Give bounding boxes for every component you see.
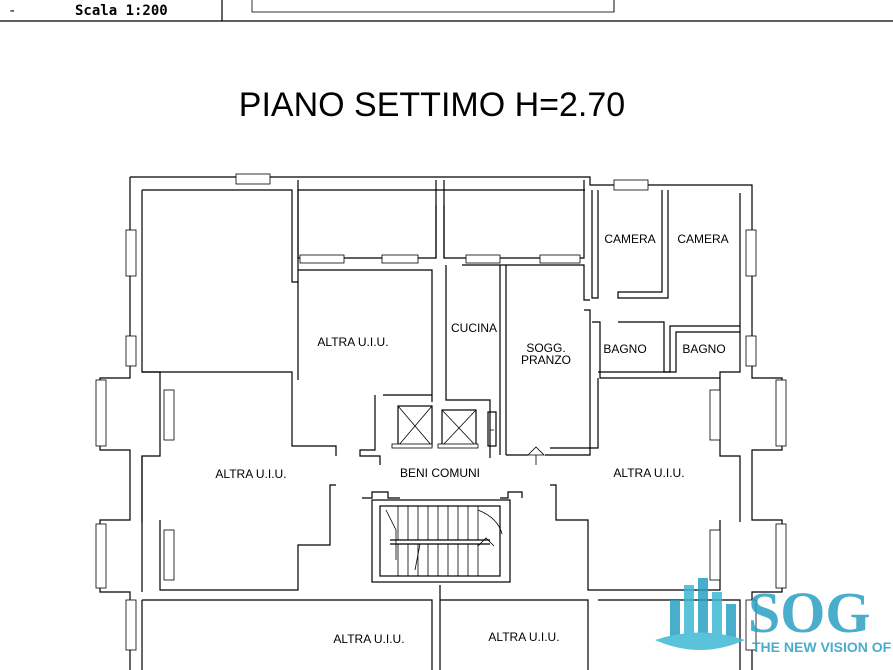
- room-label-camera-1: CAMERA: [604, 232, 655, 246]
- room-label-altra-mid-left: ALTRA U.I.U.: [215, 467, 286, 481]
- watermark-tagline: THE NEW VISION OF R: [752, 639, 893, 655]
- room-label-camera-2: CAMERA: [677, 232, 728, 246]
- plan-title: PIANO SETTIMO H=2.70: [239, 86, 625, 124]
- room-labels: CAMERA CAMERA BAGNO BAGNO CUCINA SOGG. P…: [215, 232, 728, 646]
- room-label-bagno-1: BAGNO: [603, 342, 646, 356]
- room-label-bagno-2: BAGNO: [682, 342, 725, 356]
- room-label-sogg-line2: PRANZO: [521, 353, 571, 367]
- windows: [95, 173, 787, 651]
- room-label-altra-mid-right: ALTRA U.I.U.: [613, 466, 684, 480]
- scale-label: Scala 1:200: [75, 3, 168, 19]
- room-label-altra-bottom-right: ALTRA U.I.U.: [488, 630, 559, 644]
- room-label-cucina: CUCINA: [451, 321, 497, 335]
- room-label-sogg-line1: SOGG.: [526, 341, 565, 355]
- room-label-altra-top-left: ALTRA U.I.U.: [317, 335, 388, 349]
- building-walls: [99, 176, 783, 670]
- brand-watermark: SOG THE NEW VISION OF R: [655, 578, 893, 655]
- room-label-beni-comuni: BENI COMUNI: [400, 466, 480, 480]
- header-left-fragment: -: [8, 3, 16, 19]
- header-strip: - Scala 1:200: [0, 0, 893, 22]
- buildings-logo-icon: [655, 578, 745, 650]
- stair-treads: [385, 506, 503, 576]
- room-label-altra-bottom-left: ALTRA U.I.U.: [333, 632, 404, 646]
- watermark-brand: SOG: [748, 580, 871, 645]
